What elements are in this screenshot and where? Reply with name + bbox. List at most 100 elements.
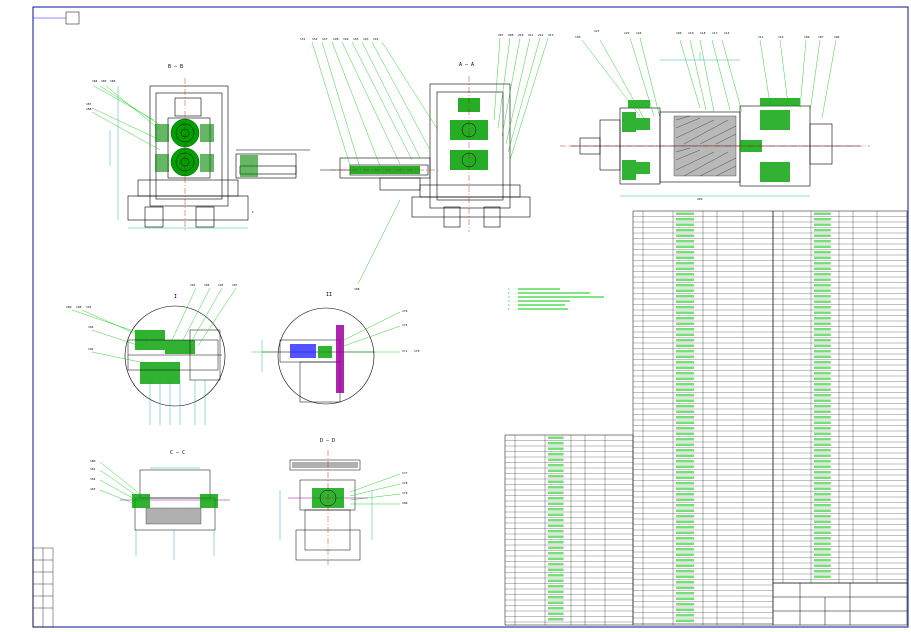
parts-list-entry [814, 218, 831, 221]
parts-list-entry [548, 546, 564, 549]
parts-list-entry [814, 421, 831, 424]
svg-text:151: 151 [300, 37, 306, 41]
parts-list-entry [676, 559, 694, 562]
view-detail-ii-title: II [326, 292, 332, 298]
parts-list-entry [676, 339, 694, 342]
parts-list-entry [548, 585, 564, 588]
parts-list-entry [676, 592, 694, 595]
parts-list-entry [814, 493, 831, 496]
svg-text:183: 183 [90, 487, 96, 491]
parts-list-entry [676, 333, 694, 336]
parts-list-entry [814, 515, 831, 518]
svg-text:196: 196 [88, 325, 94, 329]
parts-list-entry [814, 388, 831, 391]
parts-list-entry [814, 443, 831, 446]
svg-text:188: 188 [86, 107, 92, 111]
parts-list-entry [814, 212, 831, 215]
parts-list-entry [548, 535, 564, 538]
parts-list-entry [676, 355, 694, 358]
parts-list-entry [814, 350, 831, 353]
svg-text:176: 176 [402, 309, 408, 313]
parts-list-entry [676, 317, 694, 320]
svg-text:186: 186 [110, 79, 116, 83]
parts-list-entry [676, 586, 694, 589]
parts-list-right [772, 210, 908, 584]
parts-list-entry [676, 416, 694, 419]
parts-list-entry [676, 520, 694, 523]
parts-list-entry [548, 497, 564, 500]
svg-text:195: 195 [218, 283, 224, 287]
svg-text:191: 191 [86, 305, 92, 309]
parts-list-entry [676, 465, 694, 468]
parts-list-entry [548, 480, 564, 483]
parts-list-entry [814, 520, 831, 523]
svg-text:180: 180 [402, 501, 408, 505]
parts-list-entry [814, 289, 831, 292]
svg-text:198: 198 [354, 287, 360, 291]
svg-text:147: 147 [322, 37, 328, 41]
parts-list-entry [548, 601, 564, 604]
parts-list-entry [676, 262, 694, 265]
parts-list-entry [814, 339, 831, 342]
parts-list-entry [814, 322, 831, 325]
parts-list-entry [676, 234, 694, 237]
svg-text:193: 193 [190, 283, 196, 287]
svg-text:177: 177 [402, 471, 408, 475]
parts-list-entry [548, 508, 564, 511]
view-bb: B — B [86, 64, 310, 230]
parts-list-entry [676, 399, 694, 402]
parts-list-entry [676, 487, 694, 490]
parts-list-entry [814, 471, 831, 474]
svg-text:182: 182 [90, 477, 96, 481]
svg-text:213: 213 [548, 33, 554, 37]
svg-text:3. ...: 3. ... [508, 295, 517, 299]
parts-list-entry [814, 295, 831, 298]
parts-list-entry [814, 465, 831, 468]
svg-text:207: 207 [498, 33, 504, 37]
parts-list-entry [676, 504, 694, 507]
svg-text:220: 220 [697, 197, 703, 201]
parts-list-entry [676, 581, 694, 584]
parts-list-entry [676, 476, 694, 479]
parts-list-entry [676, 306, 694, 309]
parts-list-entry [814, 570, 831, 573]
drawing-frame [32, 6, 909, 628]
parts-list-entry [814, 553, 831, 556]
parts-list-entry [676, 482, 694, 485]
parts-list-entry [548, 447, 564, 450]
parts-list-entry [676, 570, 694, 573]
svg-text:211: 211 [528, 33, 534, 37]
svg-text:111: 111 [758, 35, 764, 39]
svg-text:171: 171 [402, 349, 408, 353]
parts-list-entry [548, 618, 564, 621]
parts-list-entry [548, 458, 564, 461]
parts-list-entry [676, 295, 694, 298]
svg-text:106: 106 [834, 35, 840, 39]
parts-list-entry [676, 388, 694, 391]
parts-list-entry [676, 251, 694, 254]
parts-list-entry [676, 438, 694, 441]
view-cc-title: C — C [170, 450, 185, 456]
parts-list-entry [548, 574, 564, 577]
view-detail-i-title: I [174, 294, 177, 300]
parts-list-entry [676, 273, 694, 276]
svg-text:2. ...: 2. ... [508, 291, 517, 295]
parts-list-entry [548, 530, 564, 533]
parts-list-entry [814, 575, 831, 578]
parts-list-entry [814, 234, 831, 237]
svg-text:130: 130 [575, 35, 581, 39]
parts-list-entry [676, 212, 694, 215]
svg-text:170: 170 [414, 349, 420, 353]
svg-text:5. ...: 5. ... [508, 303, 517, 307]
parts-list-entry [548, 464, 564, 467]
svg-text:185: 185 [101, 79, 107, 83]
svg-text:180: 180 [90, 459, 96, 463]
parts-list-entry [548, 596, 564, 599]
svg-text:127: 127 [594, 29, 600, 33]
svg-text:I: I [252, 210, 254, 214]
parts-list-entry [676, 223, 694, 226]
parts-list-entry [814, 564, 831, 567]
parts-list-entry [814, 251, 831, 254]
